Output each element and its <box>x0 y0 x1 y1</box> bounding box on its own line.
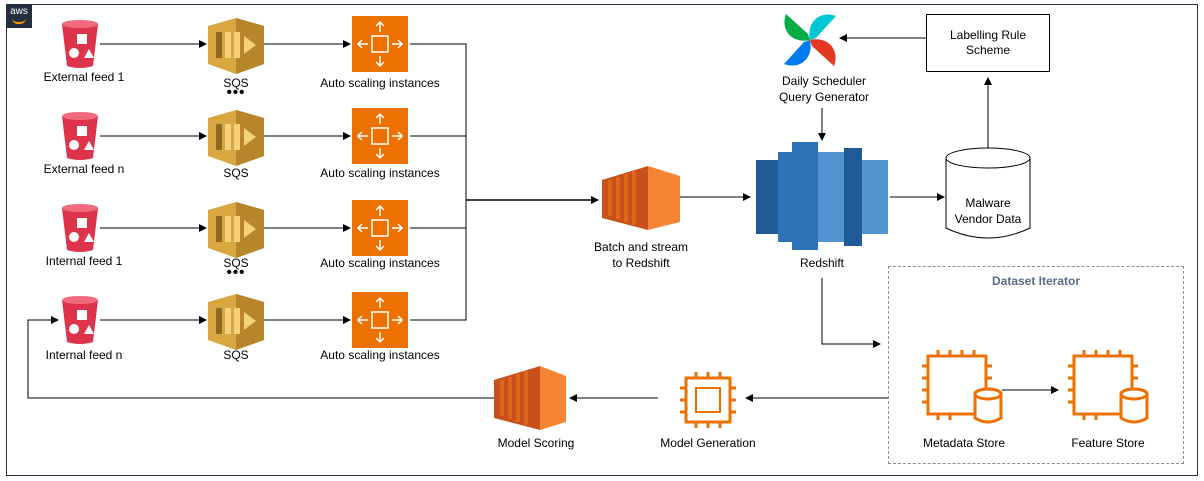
auto-scaling-label: Auto scaling instances <box>320 76 440 90</box>
labelling-rule-box: Labelling Rule Scheme <box>926 14 1050 72</box>
dataset-iterator-title: Dataset Iterator <box>991 274 1081 288</box>
source-label: External feed 1 <box>43 70 125 84</box>
line-as3-bus <box>410 200 467 229</box>
redshift-label: Redshift <box>799 256 845 270</box>
aws-badge-text: aws <box>10 6 28 17</box>
scheduler-label-line1: Daily Scheduler <box>781 74 867 88</box>
metadata-store-label: Metadata Store <box>922 436 1006 450</box>
aws-badge: aws <box>6 4 32 28</box>
labelling-line1: Labelling Rule <box>949 28 1027 42</box>
malware-line1: Malware <box>965 196 1011 210</box>
arrow-redshift-iterator <box>821 278 881 348</box>
source-label: External feed n <box>43 162 125 176</box>
sqs-label: SQS <box>223 76 249 90</box>
line-as4-bus <box>410 200 467 321</box>
sqs-label: SQS <box>223 348 249 362</box>
aws-cloud-frame <box>6 4 1198 476</box>
sqs-label: SQS <box>223 166 249 180</box>
sqs-label: SQS <box>223 256 249 270</box>
model-generation-label: Model Generation <box>660 436 756 450</box>
batch-label-line2: to Redshift <box>612 256 670 270</box>
arrow-scoring-feedback <box>27 316 494 399</box>
aws-smile-icon <box>12 18 26 24</box>
malware-line2: Vendor Data <box>954 212 1022 226</box>
ellipsis-lower: ••• <box>226 264 246 281</box>
source-label: Internal feed n <box>45 348 123 362</box>
auto-scaling-label: Auto scaling instances <box>320 166 440 180</box>
line-as2-bus <box>410 135 467 200</box>
auto-scaling-label: Auto scaling instances <box>320 256 440 270</box>
labelling-line2: Scheme <box>965 43 1011 57</box>
ellipsis-upper: ••• <box>226 84 246 101</box>
auto-scaling-label: Auto scaling instances <box>320 348 440 362</box>
scheduler-label-line2: Query Generator <box>778 90 870 104</box>
batch-label-line1: Batch and stream <box>593 240 689 254</box>
source-label: Internal feed 1 <box>45 254 123 268</box>
dataset-iterator-group <box>888 266 1184 464</box>
feature-store-label: Feature Store <box>1071 436 1145 450</box>
model-scoring-label: Model Scoring <box>497 436 575 450</box>
